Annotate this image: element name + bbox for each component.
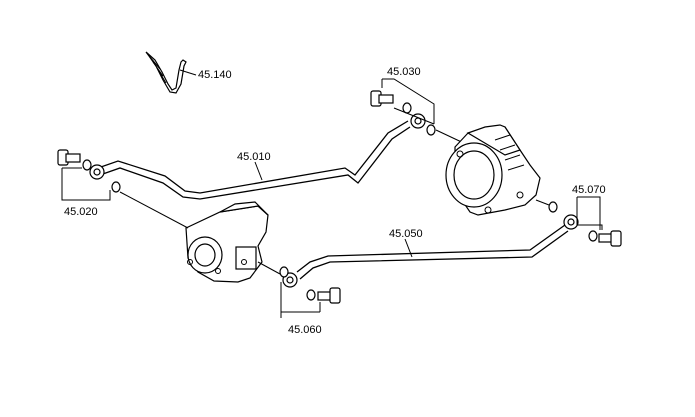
- leader-pipe-lower: [404, 238, 413, 258]
- label-fittings-upper-left: 45.020: [64, 206, 98, 218]
- label-pipe-upper: 45.010: [237, 151, 271, 163]
- label-fittings-lower-right: 45.070: [572, 184, 606, 196]
- pump-part: [119, 191, 269, 283]
- label-clip: 45.140: [198, 69, 232, 81]
- pipe-upper: [89, 113, 426, 200]
- label-fittings-lower-left: 45.060: [288, 324, 322, 336]
- label-pipe-lower: 45.050: [389, 228, 423, 240]
- clip-part: [145, 51, 197, 94]
- pipe-lower: [257, 214, 579, 288]
- leader-clip: [179, 69, 197, 76]
- housing-part: [445, 124, 541, 216]
- fittings-lower-right: [535, 196, 622, 247]
- fittings-upper-left: [57, 149, 121, 201]
- leader-pipe-upper: [254, 161, 263, 181]
- label-fittings-upper-right: 45.030: [387, 66, 421, 78]
- fittings-lower-left: [279, 266, 341, 318]
